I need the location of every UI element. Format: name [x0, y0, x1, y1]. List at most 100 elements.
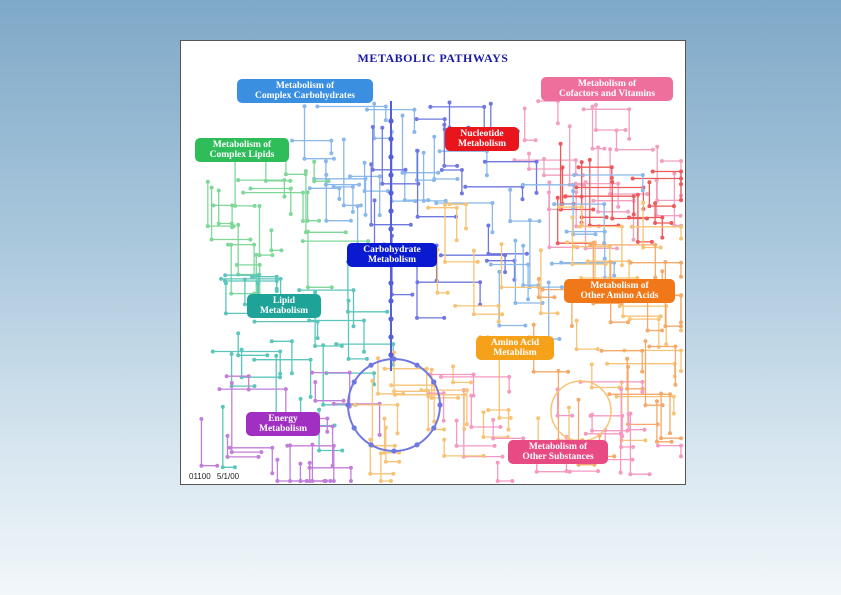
compound-node	[656, 317, 661, 322]
compound-node	[647, 472, 652, 477]
compound-node	[564, 229, 569, 234]
compound-node	[331, 479, 336, 483]
compound-node	[275, 479, 280, 483]
compound-node	[216, 188, 221, 193]
compound-node	[252, 203, 257, 208]
compound-node	[549, 261, 554, 266]
compound-node	[520, 182, 525, 187]
compound-node	[672, 374, 677, 379]
compound-node	[346, 298, 351, 303]
compound-node	[358, 203, 363, 208]
compound-node	[269, 228, 274, 233]
compound-node	[576, 165, 581, 170]
compound-node	[579, 205, 584, 210]
compound-node	[645, 192, 650, 196]
pathway-line	[371, 380, 395, 447]
label-nucleotide[interactable]: Nucleotide Metabolism	[445, 127, 519, 151]
compound-node	[585, 259, 590, 264]
label-complex-lipids[interactable]: Metabolism of Complex Lipids	[195, 138, 289, 162]
label-amino-acid[interactable]: Amino Acid Metablism	[476, 336, 554, 360]
compound-node	[626, 422, 630, 427]
compound-node	[590, 428, 595, 433]
compound-node	[574, 318, 579, 323]
compound-node	[370, 125, 375, 129]
label-lipid[interactable]: Lipid Metabolism	[247, 294, 321, 318]
compound-node	[461, 454, 466, 459]
compound-node	[645, 216, 649, 221]
compound-node	[321, 343, 326, 348]
label-line: Amino Acid	[490, 338, 540, 348]
compound-node	[506, 427, 511, 432]
compound-node	[591, 207, 596, 212]
compound-node	[559, 285, 564, 290]
compound-node	[341, 137, 346, 142]
compound-node	[331, 156, 336, 161]
pathway-line	[660, 393, 681, 439]
compound-node	[641, 200, 646, 205]
compound-node	[442, 437, 447, 442]
compound-node	[571, 182, 576, 187]
compound-node	[442, 315, 447, 320]
compound-node	[252, 242, 257, 247]
compound-node	[199, 417, 204, 421]
pathway-line	[439, 150, 488, 176]
compound-node	[647, 204, 652, 209]
compound-node	[412, 107, 417, 112]
compound-node	[537, 219, 542, 224]
label-cofactors-vitamins[interactable]: Metabolism of Cofactors and Vitamins	[541, 77, 673, 101]
compound-node	[334, 342, 339, 347]
pathway-line	[394, 394, 465, 429]
compound-node	[328, 479, 333, 483]
compound-node	[641, 245, 646, 250]
compound-node	[653, 242, 658, 247]
compound-node	[210, 349, 215, 354]
compound-node	[346, 356, 351, 361]
pathway-line	[583, 108, 630, 139]
pathway-line	[309, 187, 340, 199]
compound-node	[248, 186, 253, 191]
compound-node	[389, 479, 393, 483]
compound-node	[536, 295, 541, 300]
compound-node	[380, 181, 385, 186]
compound-node	[527, 167, 531, 171]
compound-node	[310, 479, 315, 483]
compound-node	[232, 465, 237, 470]
label-other-substances[interactable]: Metabolism of Other Substances	[508, 440, 608, 464]
compound-node	[364, 356, 369, 361]
compound-node	[508, 187, 513, 192]
compound-node	[626, 412, 631, 417]
compound-node	[571, 189, 576, 194]
compound-node	[324, 218, 329, 223]
compound-node	[236, 331, 241, 336]
compound-node	[628, 260, 633, 265]
compound-node	[378, 451, 383, 456]
compound-node	[588, 242, 593, 247]
pathway-line	[620, 389, 633, 448]
compound-node	[522, 138, 527, 143]
urea-cycle	[550, 380, 612, 442]
compound-node	[414, 362, 420, 368]
compound-node	[388, 190, 394, 196]
label-energy[interactable]: Energy Metabolism	[246, 412, 320, 436]
compound-node	[226, 242, 230, 247]
compound-node	[265, 353, 270, 358]
compound-node	[246, 374, 251, 379]
compound-node	[229, 450, 234, 455]
pathway-line	[292, 139, 332, 154]
compound-node	[298, 479, 303, 483]
pathway-line	[307, 231, 332, 288]
compound-node	[368, 471, 373, 476]
pathway-line	[490, 263, 529, 300]
compound-node	[453, 303, 458, 308]
label-carbohydrate[interactable]: Carbohydrate Metabolism	[347, 243, 437, 267]
compound-node	[282, 178, 287, 183]
compound-node	[491, 436, 496, 441]
compound-node	[395, 431, 400, 436]
compound-node	[503, 253, 508, 258]
compound-node	[497, 323, 502, 328]
pathway-line	[372, 127, 406, 171]
label-complex-carbohydrates[interactable]: Metabolism of Complex Carbohydrates	[237, 79, 373, 103]
compound-node	[211, 203, 216, 208]
label-other-amino-acids[interactable]: Metabolism of Other Amino Acids	[564, 279, 675, 303]
compound-node	[312, 159, 317, 164]
